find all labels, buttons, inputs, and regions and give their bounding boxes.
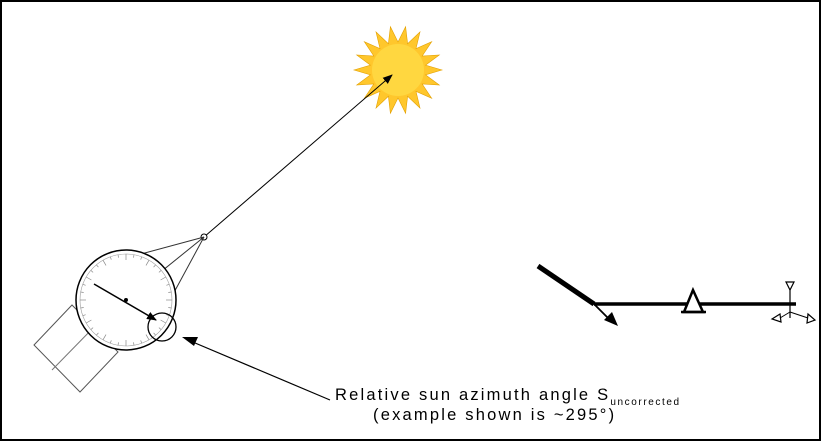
dial-tick [145,334,150,340]
callout-arrow [187,339,331,401]
caption-line-1: Relative sun azimuth angle Suncorrected [335,386,735,408]
dial-tick [117,254,119,258]
dial-tick [109,256,112,260]
sun-compass-instrument [33,249,177,393]
needle-hub [124,298,128,302]
reading-highlight-circle [147,312,177,342]
dial-tick [90,327,94,330]
dial-tick [145,260,150,266]
callout-arrowhead [182,337,198,346]
dial-tick [86,276,92,281]
platform-mast [536,263,596,307]
dial-tick [86,319,92,324]
dial-tick [102,334,107,340]
angle-caption: Relative sun azimuth angle Suncorrected … [335,386,735,425]
dial-tick [96,264,99,268]
sun-icon [352,25,444,115]
dial-tick [158,327,162,330]
platform-sketch [536,263,817,326]
dial-tick [158,270,162,273]
dial-tick [82,314,86,317]
dial-tick [96,332,99,336]
caption-main-text: Relative sun azimuth angle S [335,386,611,404]
dial-tick [140,340,143,344]
anemometer-arm-left [779,311,791,319]
dial-tick [80,291,84,293]
dial-tick [166,314,170,317]
dial-tick [133,254,135,258]
dial-tick [153,332,156,336]
dial-tick [109,340,112,344]
dial-tick [80,307,84,309]
dial-ticks [80,254,172,346]
anemometer-cup-top [785,281,795,292]
compass-needle [93,283,157,321]
dial-tick [168,307,172,309]
triangle-sensor [682,286,705,314]
dial-tick [102,260,107,266]
caption-subscript: uncorrected [610,397,681,408]
dial-tick [140,256,143,260]
dial-tick [153,264,156,268]
platform-mast-arrowhead [604,312,618,326]
instrument-handle [33,304,119,393]
dial-tick [90,270,94,273]
dial-tick [160,319,166,324]
anemometer-cup-right [806,312,817,324]
dial-tick [160,276,166,281]
dial-tick [166,283,170,286]
sun-core [372,44,424,96]
anemometer-arm-right [789,311,809,319]
dial-tick [82,283,86,286]
dial-tick [168,291,172,293]
caption-line-2: (example shown is ~295°) [373,406,617,424]
anemometer-cup-left [770,312,782,323]
dial-tick [117,342,119,346]
sun-direction-line [203,74,393,238]
dial-tick [133,342,135,346]
